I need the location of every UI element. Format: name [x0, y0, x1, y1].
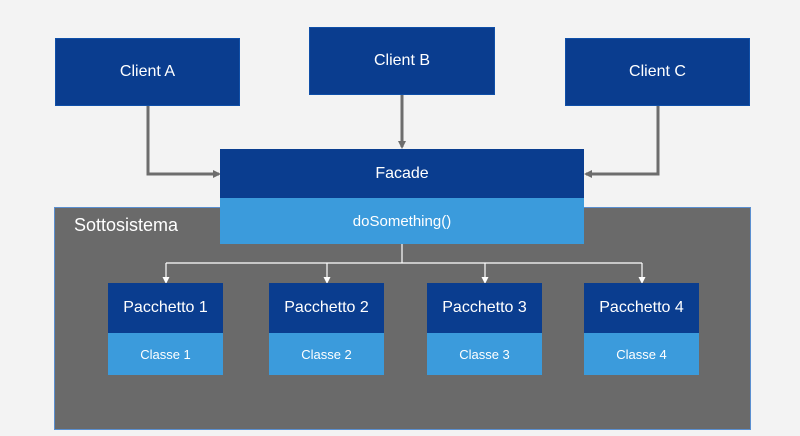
package-1-header: Pacchetto 1	[108, 283, 223, 333]
package-2-label: Pacchetto 2	[284, 299, 369, 316]
facade-method-row: doSomething()	[220, 198, 584, 244]
subsystem-label: Sottosistema	[74, 215, 179, 235]
package-2-header: Pacchetto 2	[269, 283, 384, 333]
package-4-header: Pacchetto 4	[584, 283, 699, 333]
connector-client-a-facade	[146, 106, 221, 178]
package-4-label: Pacchetto 4	[599, 299, 684, 316]
package-1-class-label: Classe 1	[140, 346, 191, 362]
package-2-class-label: Classe 2	[301, 346, 352, 362]
facade-method-label: doSomething()	[352, 212, 452, 230]
package-2-class: Classe 2	[269, 333, 384, 375]
client-c-box: Client C	[565, 38, 750, 106]
client-a-label: Client A	[119, 63, 176, 80]
client-a-box: Client A	[55, 38, 240, 106]
package-1-label: Pacchetto 1	[123, 299, 208, 316]
client-b-box: Client B	[309, 27, 495, 95]
facade-label: Facade	[375, 164, 429, 182]
package-3-label: Pacchetto 3	[442, 299, 527, 316]
package-3-class: Classe 3	[427, 333, 542, 375]
package-1-class: Classe 1	[108, 333, 223, 375]
connector-client-c-facade	[584, 106, 660, 178]
package-4-class-label: Classe 4	[616, 346, 667, 362]
client-b-label: Client B	[373, 52, 431, 69]
facade-header: Facade	[220, 149, 584, 198]
package-4-class: Classe 4	[584, 333, 699, 375]
package-3-header: Pacchetto 3	[427, 283, 542, 333]
client-c-label: Client C	[629, 63, 686, 80]
package-3-class-label: Classe 3	[459, 346, 510, 362]
